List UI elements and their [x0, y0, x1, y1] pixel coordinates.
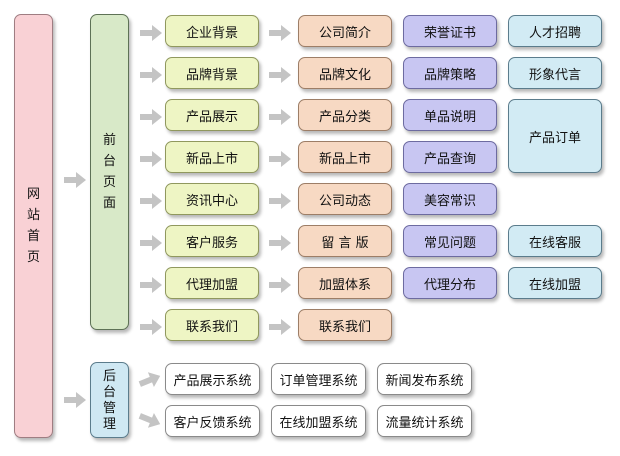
system-online-franchise[interactable]: 在线加盟系统: [271, 405, 366, 437]
arrow-icon: [64, 392, 86, 408]
back-char: 管: [102, 400, 116, 416]
root-char: 页: [26, 250, 40, 265]
page-image-spokesperson[interactable]: 形象代言: [508, 57, 602, 89]
arrow-icon: [269, 235, 291, 251]
arrow-icon: [269, 109, 291, 125]
page-product-order[interactable]: 产品订单: [508, 99, 602, 173]
arrow-icon: [140, 235, 162, 251]
arrow-icon: [269, 25, 291, 41]
root-char: 网: [26, 187, 40, 202]
nav-brand-background[interactable]: 品牌背景: [165, 57, 259, 89]
system-traffic-statistics[interactable]: 流量统计系统: [377, 405, 472, 437]
page-honor-certificates[interactable]: 荣誉证书: [403, 15, 497, 47]
arrow-icon: [64, 172, 86, 188]
front-end-node: 前 台 页 面: [90, 14, 129, 330]
page-contact-us[interactable]: 联系我们: [298, 309, 392, 341]
arrow-icon: [138, 372, 161, 388]
root-char: 首: [26, 229, 40, 244]
arrow-icon: [140, 193, 162, 209]
nav-agency-franchise[interactable]: 代理加盟: [165, 267, 259, 299]
back-char: 后: [102, 368, 116, 384]
page-franchise-system[interactable]: 加盟体系: [298, 267, 392, 299]
arrow-icon: [140, 277, 162, 293]
arrow-icon: [269, 151, 291, 167]
system-order-management[interactable]: 订单管理系统: [271, 363, 366, 395]
nav-customer-service[interactable]: 客户服务: [165, 225, 259, 257]
nav-news-center[interactable]: 资讯中心: [165, 183, 259, 215]
arrow-icon: [269, 319, 291, 335]
page-new-products[interactable]: 新品上市: [298, 141, 392, 173]
page-online-franchise[interactable]: 在线加盟: [508, 267, 602, 299]
system-customer-feedback[interactable]: 客户反馈系统: [165, 405, 260, 437]
nav-contact-us[interactable]: 联系我们: [165, 309, 259, 341]
arrow-icon: [140, 319, 162, 335]
back-char: 台: [102, 384, 116, 400]
page-faq[interactable]: 常见问题: [403, 225, 497, 257]
page-message-board[interactable]: 留 言 版: [298, 225, 392, 257]
page-beauty-tips[interactable]: 美容常识: [403, 183, 497, 215]
arrow-icon: [140, 25, 162, 41]
nav-product-showcase[interactable]: 产品展示: [165, 99, 259, 131]
back-char: 理: [102, 416, 116, 432]
arrow-icon: [138, 412, 161, 428]
root-char: 站: [26, 208, 40, 223]
page-brand-culture[interactable]: 品牌文化: [298, 57, 392, 89]
front-char: 面: [102, 196, 116, 211]
page-recruitment[interactable]: 人才招聘: [508, 15, 602, 47]
root-node-home: 网 站 首 页: [14, 14, 53, 438]
page-company-news[interactable]: 公司动态: [298, 183, 392, 215]
page-item-description[interactable]: 单品说明: [403, 99, 497, 131]
front-char: 台: [102, 154, 116, 169]
arrow-icon: [140, 67, 162, 83]
arrow-icon: [140, 151, 162, 167]
nav-new-products[interactable]: 新品上市: [165, 141, 259, 173]
nav-company-background[interactable]: 企业背景: [165, 15, 259, 47]
front-char: 页: [102, 175, 116, 190]
page-online-support[interactable]: 在线客服: [508, 225, 602, 257]
arrow-icon: [269, 277, 291, 293]
front-char: 前: [102, 133, 116, 148]
page-product-search[interactable]: 产品查询: [403, 141, 497, 173]
arrow-icon: [269, 67, 291, 83]
arrow-icon: [140, 109, 162, 125]
arrow-icon: [269, 193, 291, 209]
page-agent-distribution[interactable]: 代理分布: [403, 267, 497, 299]
system-news-publishing[interactable]: 新闻发布系统: [377, 363, 472, 395]
system-product-display[interactable]: 产品展示系统: [165, 363, 260, 395]
page-brand-strategy[interactable]: 品牌策略: [403, 57, 497, 89]
page-company-intro[interactable]: 公司简介: [298, 15, 392, 47]
back-end-node: 后 台 管 理: [90, 362, 129, 438]
page-product-categories[interactable]: 产品分类: [298, 99, 392, 131]
